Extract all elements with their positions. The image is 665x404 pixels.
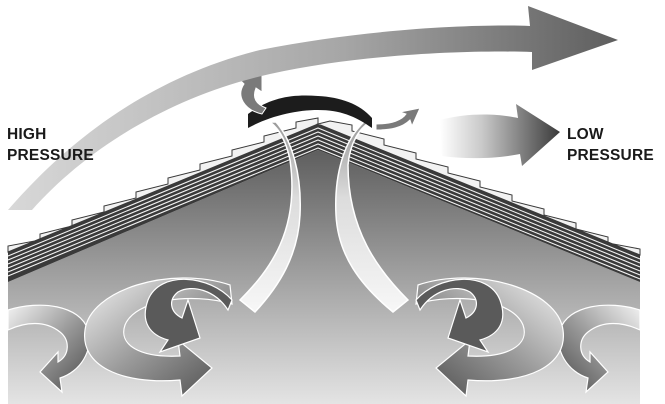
high-pressure-label: HIGH PRESSURE bbox=[7, 124, 94, 166]
low-pressure-label: LOW PRESSURE bbox=[567, 124, 654, 166]
high-pressure-line-1: HIGH bbox=[7, 124, 94, 145]
airflow-arrow-icon bbox=[376, 108, 420, 130]
low-pressure-line-1: LOW bbox=[567, 124, 654, 145]
wind-arrow-icon bbox=[440, 104, 560, 166]
low-pressure-line-2: PRESSURE bbox=[567, 145, 654, 166]
high-pressure-line-2: PRESSURE bbox=[7, 145, 94, 166]
